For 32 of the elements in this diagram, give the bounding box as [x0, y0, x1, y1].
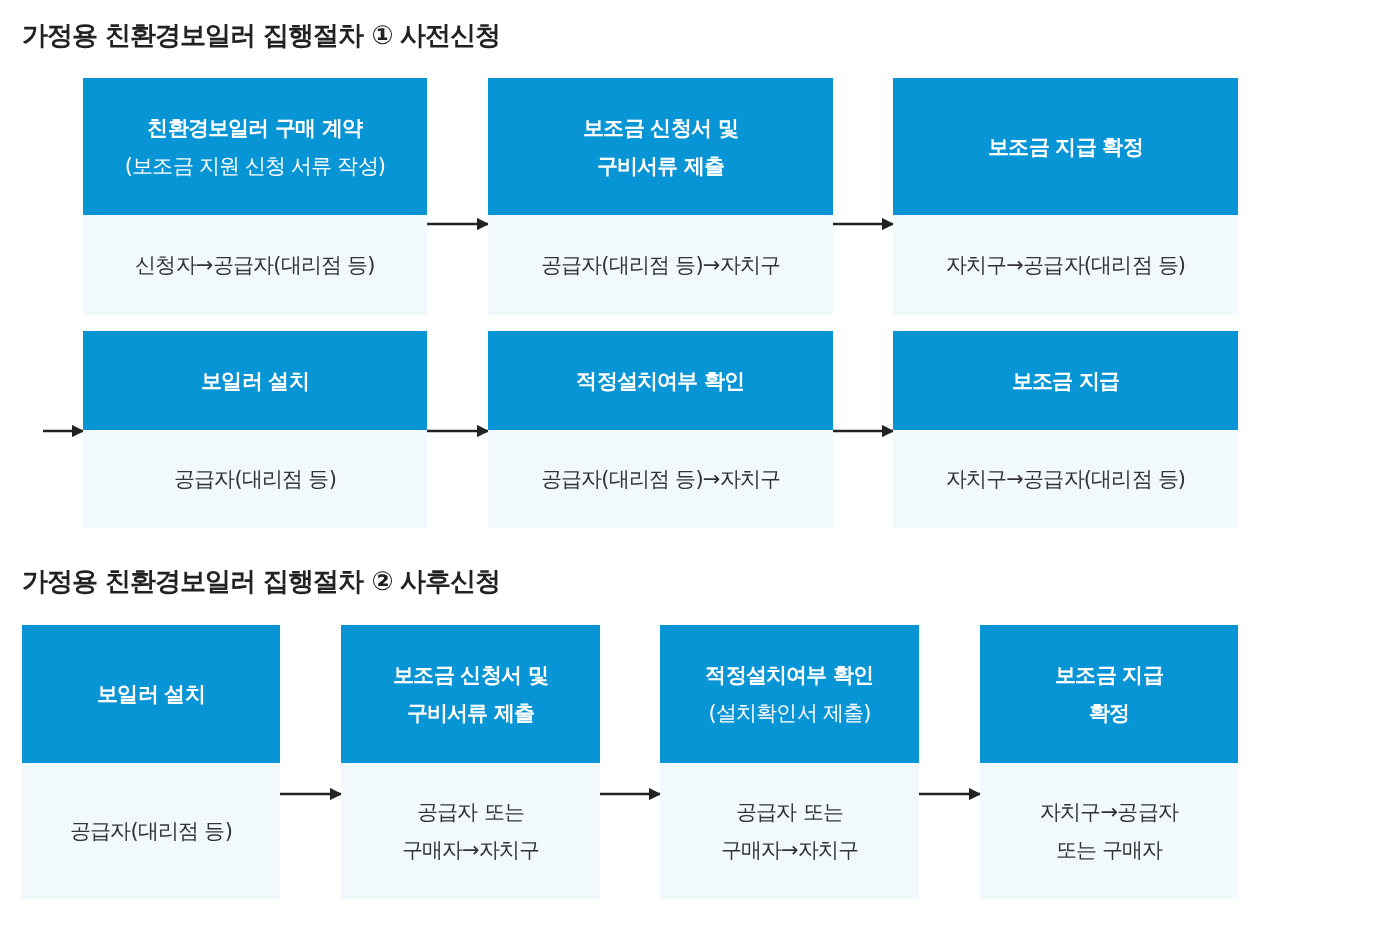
arrow — [43, 424, 85, 438]
arrow — [833, 424, 895, 438]
step-title: 보조금 신청서 및 구비서류 제출 — [392, 662, 549, 727]
step-title: 보조금 지급 — [1011, 367, 1120, 395]
arrow — [833, 217, 895, 231]
step-actor-text: 공급자 또는 구매자→자치구 — [719, 799, 860, 864]
step-actor-text: 공급자(대리점 등) — [69, 818, 233, 845]
step-note: (설치확인서 제출) — [708, 700, 871, 727]
step-title: 보조금 신청서 및 구비서류 제출 — [582, 114, 739, 180]
step-actor-text: 자치구→공급자(대리점 등) — [945, 252, 1186, 279]
arrow — [280, 787, 343, 801]
step-title: 보조금 지급 확정 — [988, 133, 1143, 161]
step-title: 보일러 설치 — [201, 367, 309, 395]
arrow — [427, 217, 490, 231]
arrow — [600, 787, 662, 801]
step-actor-text: 자치구→공급자 또는 구매자 — [1039, 799, 1180, 864]
step-actor-text: 자치구→공급자(대리점 등) — [945, 466, 1186, 493]
step-title: 친환경보일러 구매 계약 — [147, 114, 363, 142]
step-title: 보조금 지급 확정 — [1054, 662, 1164, 727]
section-title: 가정용 친환경보일러 집행절차 ② 사후신청 — [22, 565, 501, 598]
step-title: 적정설치여부 확인 — [576, 367, 745, 395]
section-title: 가정용 친환경보일러 집행절차 ① 사전신청 — [22, 19, 501, 52]
step-note: (보조금 지원 신청 서류 작성) — [124, 152, 386, 180]
step-title: 적정설치여부 확인 — [705, 662, 874, 689]
arrow — [427, 424, 490, 438]
step-actor-text: 공급자(대리점 등)→자치구 — [540, 466, 781, 493]
arrow — [919, 787, 982, 801]
step-actor-text: 공급자(대리점 등)→자치구 — [540, 252, 781, 279]
step-actor-text: 공급자(대리점 등) — [173, 466, 337, 493]
step-title: 보일러 설치 — [97, 681, 205, 708]
step-actor-text: 신청자→공급자(대리점 등) — [135, 252, 375, 279]
step-actor-text: 공급자 또는 구매자→자치구 — [400, 799, 541, 864]
